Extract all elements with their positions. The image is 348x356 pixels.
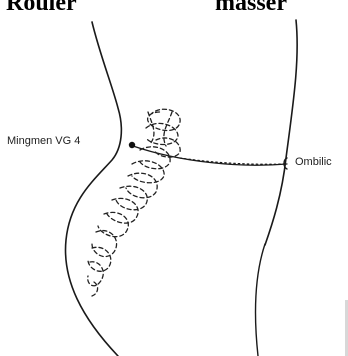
massage-stroke-pattern [88,109,181,296]
thigh-crease [256,244,265,356]
waist-line [133,146,287,165]
ombilic-label: Ombilic [295,157,332,168]
mingmen-point [129,142,135,148]
front-contour [265,20,297,245]
mingmen-label: Mingmen VG 4 [7,136,80,147]
back-contour [65,22,121,356]
